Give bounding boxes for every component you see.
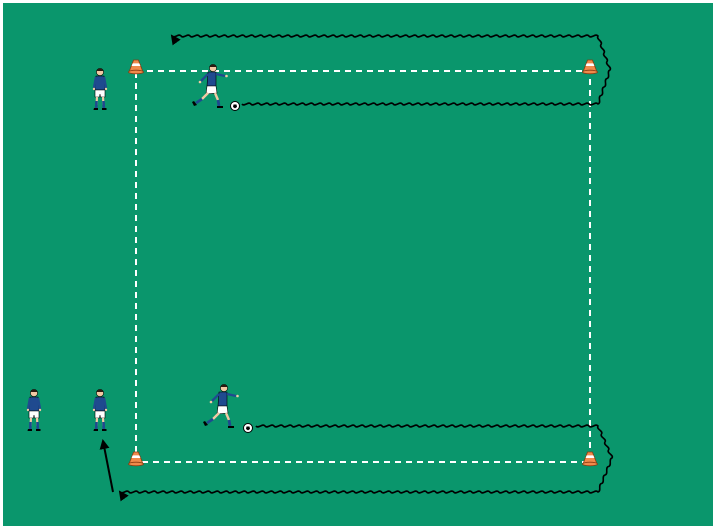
ball-top <box>231 102 240 111</box>
ball-bottom <box>244 424 253 433</box>
